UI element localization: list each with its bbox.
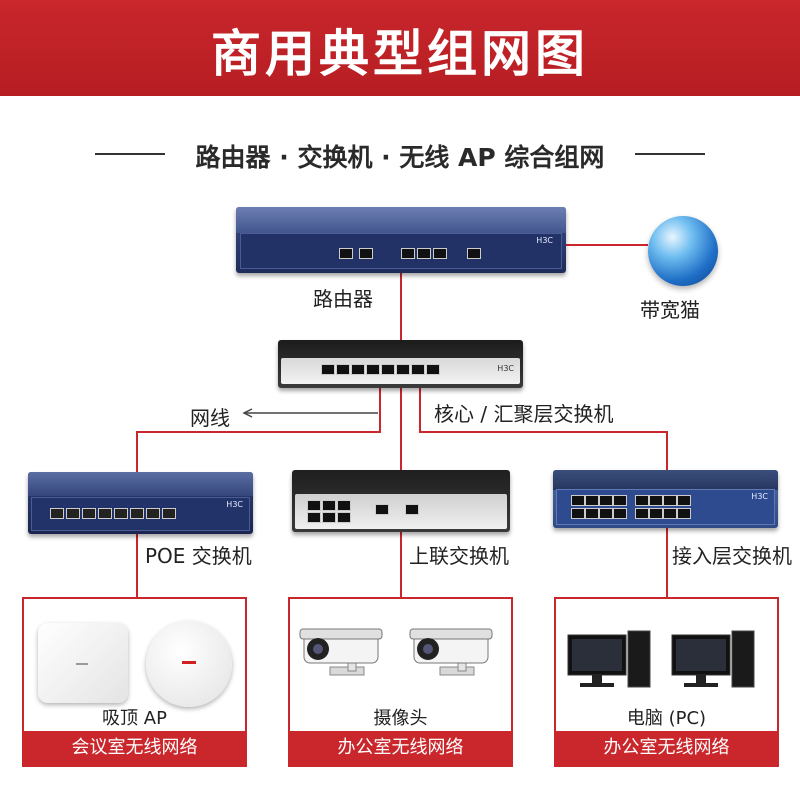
globe-icon [648, 216, 718, 286]
modem-label: 带宽猫 [640, 298, 700, 322]
core-poe-link [136, 388, 381, 472]
group-device-label: 摄像头 [373, 708, 428, 729]
core-switch-brand: H3C [497, 364, 514, 373]
page-title: 商用典型组网图 [211, 25, 589, 83]
group-device-label: 吸顶 AP [102, 708, 167, 729]
poe-switch-brand: H3C [226, 500, 243, 509]
group-office-pcs: 电脑 (PC) 办公室无线网络 [554, 597, 779, 767]
poe-switch-label: POE 交换机 [145, 544, 252, 568]
access-switch-device: H3C [553, 470, 778, 528]
subtitle: 路由器 · 交换机 · 无线 AP 综合组网 [195, 143, 605, 172]
group-device-label: 电脑 (PC) [626, 708, 707, 729]
desktop-pc-icon [567, 630, 755, 688]
router-device: H3C [236, 207, 566, 273]
group-footer: 办公室无线网络 [556, 731, 777, 765]
core-access-link [419, 388, 668, 470]
access-switch-brand: H3C [751, 492, 768, 501]
camera-icon [299, 628, 493, 676]
group-footer: 办公室无线网络 [290, 731, 511, 765]
uplink-switch-label: 上联交换机 [409, 544, 509, 568]
subtitle-divider-left [95, 153, 165, 155]
cable-pointer-arrow [242, 408, 253, 418]
group-meeting-room: 吸顶 AP 会议室无线网络 [22, 597, 247, 767]
core-switch-label: 核心 / 汇聚层交换机 [434, 402, 614, 426]
subtitle-divider-right [635, 153, 705, 155]
core-switch-device: H3C [278, 340, 523, 388]
access-switch-label: 接入层交换机 [672, 544, 792, 568]
group-footer: 会议室无线网络 [24, 731, 245, 765]
router-brand: H3C [536, 236, 553, 245]
router-label: 路由器 [313, 287, 373, 311]
poe-switch-device: H3C [28, 472, 253, 534]
uplink-switch-device [292, 470, 510, 532]
title-banner: 商用典型组网图 [0, 0, 800, 96]
network-cable-label: 网线 [190, 406, 230, 430]
group-office-cameras: 摄像头 办公室无线网络 [288, 597, 513, 767]
